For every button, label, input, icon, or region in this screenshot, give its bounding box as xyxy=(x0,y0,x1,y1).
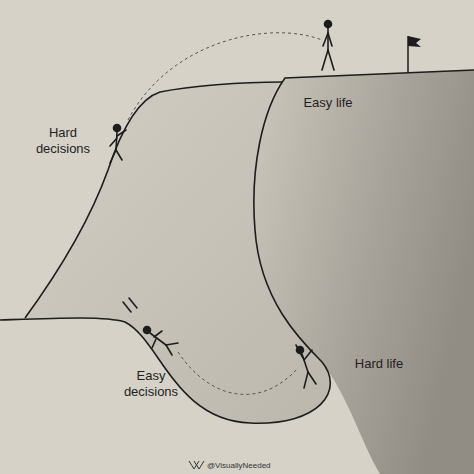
watermark: @VisuallyNeeded xyxy=(207,461,297,471)
ground-line xyxy=(0,70,474,423)
hill-line xyxy=(25,82,282,318)
watermark-icon xyxy=(189,461,204,469)
cliff-fill xyxy=(254,70,474,474)
label: Hard decisions xyxy=(28,125,98,157)
label: Easy life xyxy=(288,95,368,111)
falling-figure xyxy=(123,298,178,355)
walking-figure xyxy=(322,21,334,71)
label: Hard life xyxy=(344,356,414,372)
flag xyxy=(408,36,421,47)
struggling-figure xyxy=(296,345,316,388)
climbing-figure xyxy=(110,125,126,164)
fall-path xyxy=(178,352,298,394)
climb-path xyxy=(128,33,322,120)
label: Easy decisions xyxy=(108,368,194,400)
